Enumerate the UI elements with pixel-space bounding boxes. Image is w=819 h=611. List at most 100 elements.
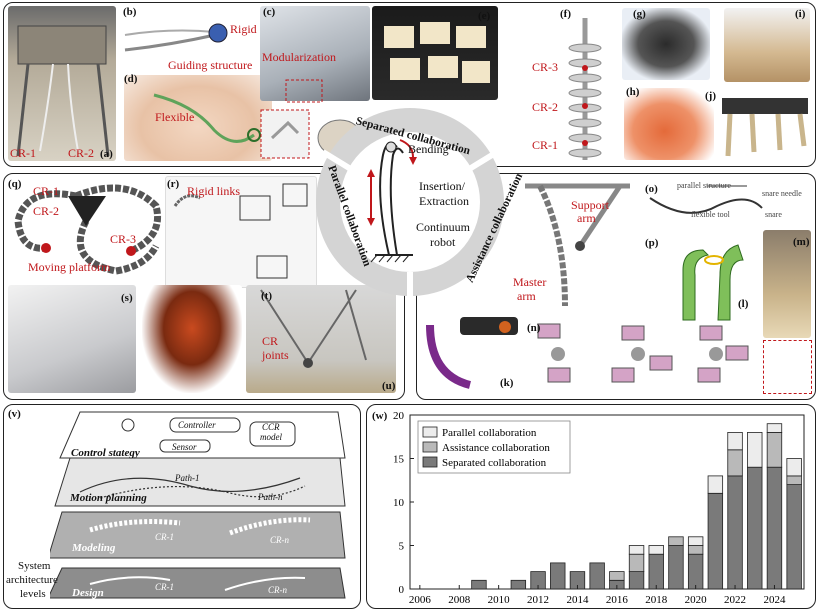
bar-assistance-2017 <box>628 553 645 572</box>
label-support-1: Support <box>571 198 610 212</box>
photo-t <box>246 285 396 393</box>
y-tick-label: 10 <box>393 497 405 509</box>
panel-label-a: (a) <box>100 148 113 160</box>
panel-label-e: (e) <box>478 10 491 22</box>
concentric-robot-f <box>568 18 602 160</box>
bar-parallel-2025 <box>786 458 802 477</box>
bar-parallel-2024 <box>766 423 783 433</box>
photo-e <box>372 6 498 100</box>
label-cr2-a: CR-2 <box>68 146 95 160</box>
label-cr2-f: CR-2 <box>532 100 559 114</box>
label-snare-needle: snare needle <box>762 189 802 198</box>
photo-m <box>763 230 811 338</box>
anatomy-d <box>124 75 272 161</box>
panel-label-p: (p) <box>645 237 659 249</box>
layer-stack <box>50 411 346 599</box>
x-tick-label: 2012 <box>527 594 549 606</box>
x-tick-label: 2014 <box>566 594 589 606</box>
y-tick-label: 20 <box>393 410 405 422</box>
bar-separated-2017 <box>628 571 645 590</box>
x-tick-label: 2010 <box>488 594 511 606</box>
bar-separated-2018 <box>648 553 664 590</box>
tentacles-p <box>682 244 744 321</box>
panel-label-b: (b) <box>123 6 137 18</box>
label-sys2: architecture <box>6 574 58 586</box>
label-guiding: Guiding structure <box>168 58 253 72</box>
label-ccr-2: model <box>260 432 282 442</box>
panel-label-s: (s) <box>121 292 133 304</box>
label-cr1-f: CR-1 <box>532 138 559 152</box>
label-support-2: arm <box>577 211 596 225</box>
bar-parallel-2021 <box>707 475 724 494</box>
y-tick-label: 5 <box>399 541 405 553</box>
label-path1: Path-1 <box>175 473 200 483</box>
bar-separated-2019 <box>668 545 684 590</box>
panel-label-g: (g) <box>633 8 646 20</box>
center-bending: Bending <box>408 142 449 156</box>
bar-separated-2021 <box>707 492 724 590</box>
panel-label-k: (k) <box>500 377 514 389</box>
y-tick-label: 15 <box>393 454 405 466</box>
photo-h <box>624 88 714 160</box>
label-cr1-layer: CR-1 <box>155 532 174 542</box>
x-tick-label: 2006 <box>409 594 432 606</box>
label-snare: snare <box>765 210 782 219</box>
photo-i <box>724 8 810 82</box>
parallel-rings-q <box>14 184 161 275</box>
x-tick-label: 2008 <box>448 594 471 606</box>
label-master-2: arm <box>517 289 536 303</box>
bar-assistance-2024 <box>766 431 783 468</box>
label-cr1-design: CR-1 <box>155 582 174 592</box>
bar-separated-2022 <box>727 475 743 590</box>
legend-label: Parallel collaboration <box>442 427 537 439</box>
panel-label-d: (d) <box>124 73 138 85</box>
anatomy-path-d <box>153 93 261 143</box>
legend-swatch <box>422 456 438 468</box>
x-tick-label: 2020 <box>685 594 708 606</box>
label-controller: Controller <box>178 420 216 430</box>
label-sys3: levels <box>20 588 46 600</box>
bar-separated-2023 <box>747 466 763 590</box>
x-tick-label: 2024 <box>763 594 786 606</box>
bar-assistance-2025 <box>786 475 802 486</box>
x-tick-label: 2016 <box>606 594 629 606</box>
label-cr3-f: CR-3 <box>532 60 559 74</box>
snare-tool-o <box>649 185 763 214</box>
center-continuum: Continuum <box>416 220 471 234</box>
legend-swatch <box>422 441 438 453</box>
x-tick-label: 2022 <box>724 594 746 606</box>
legend-swatch <box>422 426 438 438</box>
bar-assistance-2020 <box>687 545 704 555</box>
photo-g <box>622 8 710 80</box>
bar-separated-2011 <box>510 579 527 590</box>
panel-label-i: (i) <box>795 8 806 20</box>
panel-label-h: (h) <box>626 86 640 98</box>
collaboration-ring <box>316 108 504 299</box>
guiding-tool-b <box>124 23 228 52</box>
cr-joints-t <box>260 289 367 368</box>
panel-label-t: (t) <box>261 290 272 302</box>
y-tick-label: 0 <box>399 584 405 596</box>
label-sys1: System <box>18 560 51 572</box>
label-flexible-tool: flexible tool <box>691 210 730 219</box>
photo-c <box>260 6 370 101</box>
bar-parallel-2020 <box>687 536 704 546</box>
bar-separated-2024 <box>766 466 783 590</box>
layer-design: Design <box>72 587 104 599</box>
bar-separated-2013 <box>550 562 566 590</box>
center-insertion: Insertion/ <box>419 179 465 193</box>
bar-separated-2025 <box>786 484 802 590</box>
walker-j <box>722 98 808 157</box>
label-flexible: Flexible <box>155 110 195 124</box>
modules-e <box>384 22 490 83</box>
panel-label-c: (c) <box>263 6 276 18</box>
panel-label-m: (m) <box>793 236 810 248</box>
panel-label-j: (j) <box>705 90 716 102</box>
label-cr3-q: CR-3 <box>110 232 137 246</box>
panel-label-v: (v) <box>8 408 21 420</box>
panel-label-n: (n) <box>527 322 541 334</box>
label-moving-platform: Moving platform <box>28 260 111 274</box>
bar-parallel-2017 <box>628 545 645 555</box>
panel-label-r: (r) <box>167 178 180 190</box>
